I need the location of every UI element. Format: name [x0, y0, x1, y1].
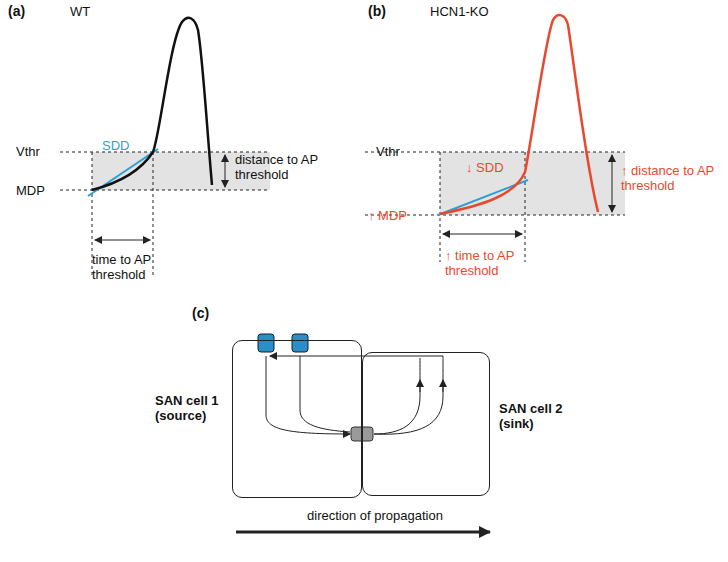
text-label: SDD	[102, 138, 129, 153]
text-label: HCN1-KO	[430, 4, 489, 19]
text-label: direction of propagation	[290, 508, 460, 523]
text-label: ↑ MDP	[368, 208, 407, 223]
cell-label: SAN cell 1 (source)	[155, 393, 227, 423]
source-cell: SAN cell 1 (source)	[232, 340, 362, 498]
text-label: ↑ time to AP threshold	[445, 248, 533, 278]
text-label: ↓ SDD	[466, 160, 504, 175]
text-label: time to AP threshold	[92, 252, 172, 282]
text-label: WT	[70, 4, 90, 19]
text-label: (a)	[8, 4, 25, 19]
text-label: distance to AP threshold	[235, 152, 330, 182]
text-label: MDP	[16, 183, 45, 198]
text-label: (b)	[368, 4, 386, 19]
text-label: Vthr	[376, 144, 400, 159]
text-label: Vthr	[16, 144, 40, 159]
text-label: (c)	[192, 306, 209, 321]
sink-cell: SAN cell 2 (sink)	[362, 352, 490, 496]
cell-label: SAN cell 2 (sink)	[499, 401, 569, 431]
text-label: ↑ distance to AP threshold	[621, 163, 721, 193]
